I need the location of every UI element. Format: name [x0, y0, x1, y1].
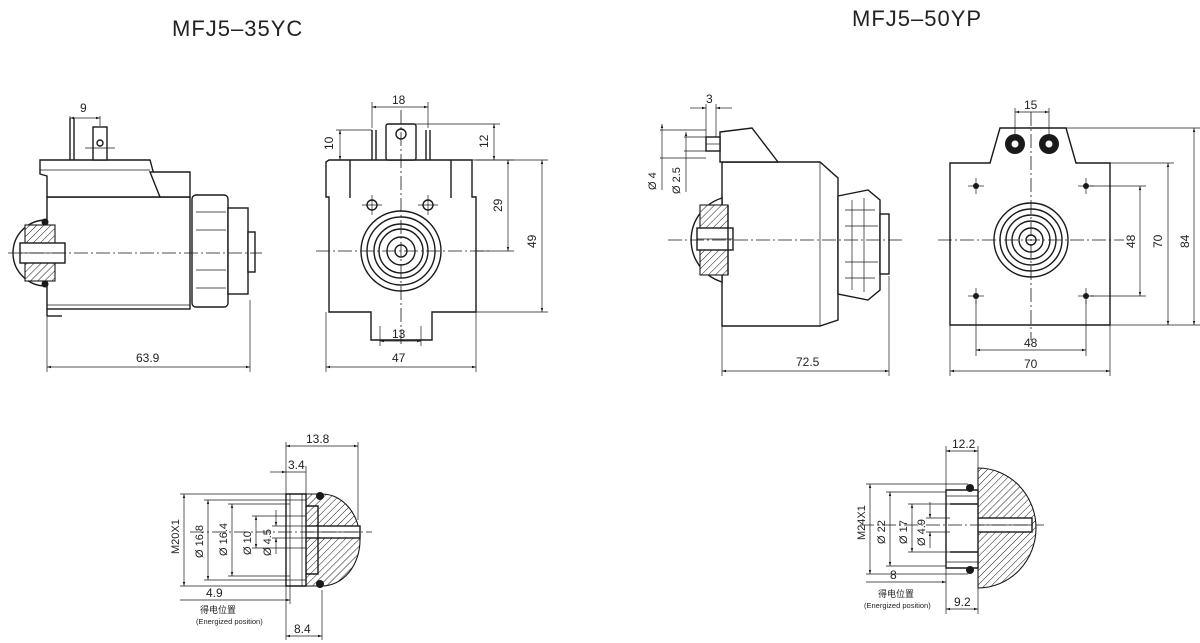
right-front-dim-70-vertical: 70 [1151, 234, 1165, 248]
right-model-title: MFJ5–50YP [852, 6, 982, 31]
left-detail-dim-13-8: 13.8 [306, 432, 330, 446]
left-front-view: 18 10 12 29 49 13 47 [316, 93, 548, 372]
left-connector-detail: 13.8 3.4 M20X1 Ø 16.8 Ø 16.4 Ø 10 Ø 4.5 … [170, 432, 372, 640]
right-front-dim-15: 15 [1024, 98, 1038, 112]
left-detail-dim-dia-10: Ø 10 [242, 531, 254, 555]
left-detail-energized-en: (Energized position) [196, 617, 263, 626]
right-side-dim-dia-2-5: Ø 2.5 [671, 167, 683, 194]
left-front-dim-47: 47 [392, 351, 406, 365]
right-front-dim-48-horizontal: 48 [1024, 336, 1038, 350]
right-side-view: 3 Ø 4 Ø 2.5 72.5 [647, 92, 905, 376]
right-detail-dim-8: 8 [890, 568, 897, 582]
right-detail-dim-dia-4-9: Ø 4.9 [916, 519, 928, 546]
right-detail-dim-m24: M24X1 [856, 505, 868, 540]
right-side-dim-3: 3 [706, 92, 713, 106]
left-front-dim-18: 18 [392, 93, 406, 107]
left-detail-dim-4-9: 4.9 [206, 586, 223, 600]
right-front-dim-48-vertical: 48 [1124, 234, 1138, 248]
left-front-dim-13: 13 [392, 327, 406, 341]
right-detail-dim-dia-22: Ø 22 [876, 520, 888, 544]
left-side-dim-9: 9 [80, 101, 87, 115]
right-detail-dim-9-2: 9.2 [954, 595, 971, 609]
right-detail-energized-en: (Energized position) [864, 601, 931, 610]
left-front-dim-10: 10 [322, 136, 336, 150]
right-connector-detail: 12.2 M24X1 Ø 22 Ø 17 Ø 4.9 8 得电位置 (Energ… [856, 437, 1044, 614]
left-front-dim-29: 29 [491, 198, 505, 212]
left-front-dim-49: 49 [525, 234, 539, 248]
left-side-dim-63-9: 63.9 [136, 351, 160, 365]
left-detail-dim-dia-16-8: Ø 16.8 [194, 525, 206, 558]
right-front-view: 15 48 70 84 48 70 [938, 98, 1200, 376]
left-model-title: MFJ5–35YC [172, 16, 303, 41]
right-detail-energized-cn: 得电位置 [878, 588, 914, 600]
left-detail-energized-cn: 得电位置 [200, 604, 236, 616]
left-detail-dim-dia-16-4: Ø 16.4 [218, 523, 230, 556]
left-detail-dim-m20: M20X1 [170, 519, 182, 554]
right-front-dim-70-horizontal: 70 [1024, 357, 1038, 371]
left-front-dim-12: 12 [477, 134, 491, 148]
right-front-dim-84: 84 [1178, 234, 1192, 248]
right-detail-dim-dia-17: Ø 17 [898, 520, 910, 544]
left-detail-dim-8-4: 8.4 [294, 622, 311, 636]
right-detail-dim-12-2: 12.2 [952, 437, 976, 451]
left-detail-dim-3-4: 3.4 [288, 458, 305, 472]
right-side-dim-72-5: 72.5 [796, 355, 820, 369]
left-detail-dim-dia-4-5: Ø 4.5 [262, 529, 274, 556]
left-side-view: 9 63.9 [8, 101, 262, 372]
right-side-dim-dia-4: Ø 4 [647, 172, 659, 190]
